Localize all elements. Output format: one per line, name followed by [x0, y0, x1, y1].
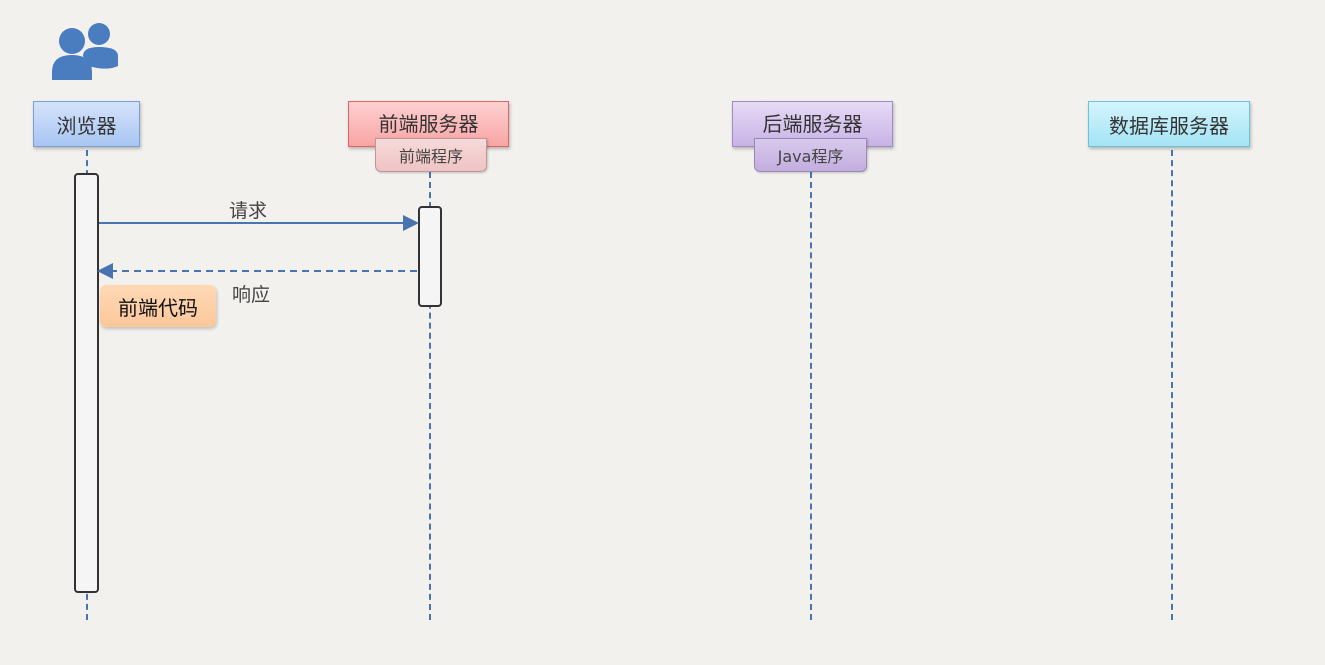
- browser-label: 浏览器: [56, 113, 117, 138]
- frontend-code-note: 前端代码: [100, 285, 216, 327]
- java-program-tag: Java程序: [754, 138, 867, 172]
- frontend-code-label: 前端代码: [118, 295, 198, 320]
- request-label: 请求: [229, 200, 268, 222]
- backend-server-label: 后端服务器: [762, 111, 863, 136]
- browser-activation: [74, 173, 99, 593]
- users-icon: [52, 23, 118, 80]
- response-label: 响应: [232, 284, 271, 306]
- lifeline-database-server: [1171, 150, 1173, 620]
- lifeline-backend-server: [810, 172, 812, 620]
- browser-box: 浏览器: [33, 101, 140, 147]
- database-server-box: 数据库服务器: [1088, 101, 1250, 147]
- frontend-server-label: 前端服务器: [378, 111, 479, 136]
- frontend-program-tag: 前端程序: [375, 138, 487, 172]
- lifeline-frontend-server: [429, 172, 431, 620]
- frontend-activation: [418, 206, 442, 307]
- database-server-label: 数据库服务器: [1109, 113, 1229, 138]
- frontend-program-label: 前端程序: [398, 147, 463, 166]
- java-program-label: Java程序: [777, 147, 844, 166]
